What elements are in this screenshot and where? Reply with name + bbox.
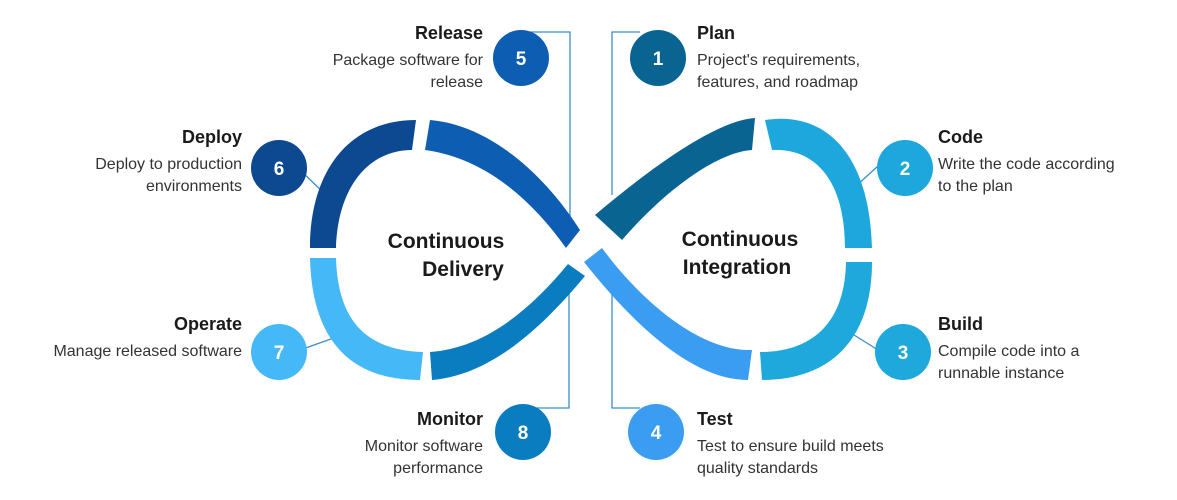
step-desc-plan-line1: Project's requirements, [697, 52, 861, 69]
loop-segment-code [765, 118, 872, 248]
step-circle-3 [875, 324, 931, 380]
center-integration-line1: Continuous [682, 228, 799, 251]
step-title-release: Release [414, 23, 483, 43]
step-title-test: Test [697, 409, 733, 429]
step-desc-monitor-line1: Monitor software [364, 438, 483, 455]
step-badge-2: 2 [877, 140, 933, 196]
step-number-6: 6 [274, 159, 285, 180]
step-desc-test-line2: quality standards [697, 460, 818, 477]
step-circle-6 [251, 140, 307, 196]
step-title-plan: Plan [697, 23, 736, 43]
step-circle-8 [495, 404, 551, 460]
step-plan: Plan Project's requirements, features, a… [697, 22, 997, 94]
step-badge-4: 4 [628, 404, 684, 460]
loop-segment-operate [310, 258, 423, 380]
step-desc-build-line1: Compile code into a [938, 343, 1080, 360]
step-title-operate: Operate [173, 314, 242, 334]
step-badge-6: 6 [251, 140, 307, 196]
loop-segment-build [760, 262, 872, 380]
step-desc-code-line1: Write the code according [938, 156, 1115, 173]
step-desc-plan-line2: features, and roadmap [697, 74, 858, 91]
center-delivery-line1: Continuous [388, 230, 505, 253]
step-circle-4 [628, 404, 684, 460]
step-test: Test Test to ensure build meets quality … [697, 408, 997, 480]
step-release: Release Package software for release [183, 22, 483, 94]
loop-segment-deploy [310, 120, 416, 248]
step-desc-build-line2: runnable instance [938, 365, 1065, 382]
step-number-3: 3 [898, 343, 909, 364]
step-badge-5: 5 [493, 30, 549, 86]
connector-plan [611, 31, 640, 195]
step-desc-deploy-line1: Deploy to production [95, 156, 242, 173]
step-deploy: Deploy Deploy to production environments [0, 126, 242, 198]
connector-lines [297, 31, 879, 409]
step-badge-3: 3 [875, 324, 931, 380]
step-desc-release-line1: Package software for [332, 52, 483, 69]
step-number-4: 4 [651, 423, 662, 444]
step-desc-test-line1: Test to ensure build meets [697, 438, 884, 455]
step-desc-deploy-line2: environments [145, 178, 242, 195]
step-operate: Operate Manage released software [0, 313, 242, 363]
step-monitor: Monitor Monitor software performance [183, 408, 483, 480]
step-number-8: 8 [518, 423, 529, 444]
connector-monitor [528, 290, 570, 409]
step-desc-code-line2: to the plan [938, 178, 1013, 195]
step-circle-2 [877, 140, 933, 196]
step-desc-release-line2: release [430, 74, 483, 91]
step-badge-7: 7 [251, 324, 307, 380]
infinity-loop [310, 118, 872, 380]
step-number-5: 5 [516, 49, 527, 70]
step-badge-8: 8 [495, 404, 551, 460]
step-number-1: 1 [653, 49, 664, 70]
loop-segment-release [425, 120, 580, 248]
step-build: Build Compile code into a runnable insta… [938, 313, 1173, 385]
step-desc-monitor-line2: performance [393, 460, 483, 477]
step-circle-5 [493, 30, 549, 86]
step-badge-1: 1 [630, 30, 686, 86]
step-code: Code Write the code according to the pla… [938, 126, 1173, 198]
connector-test [611, 290, 640, 409]
step-circle-7 [251, 324, 307, 380]
step-title-code: Code [938, 127, 983, 147]
step-circle-1 [630, 30, 686, 86]
center-integration-line2: Integration [683, 256, 792, 279]
loop-segment-test [584, 248, 752, 380]
step-desc-operate-line1: Manage released software [53, 343, 242, 360]
step-title-monitor: Monitor [417, 409, 483, 429]
loop-segment-monitor [430, 264, 585, 380]
step-title-build: Build [938, 314, 983, 334]
loop-segment-plan [595, 118, 755, 240]
step-number-2: 2 [900, 159, 911, 180]
step-number-7: 7 [274, 343, 285, 364]
center-delivery-line2: Delivery [422, 258, 504, 281]
connector-release [528, 31, 571, 238]
step-badges: 1 2 3 4 5 6 7 8 [251, 30, 933, 460]
step-title-deploy: Deploy [181, 127, 242, 147]
